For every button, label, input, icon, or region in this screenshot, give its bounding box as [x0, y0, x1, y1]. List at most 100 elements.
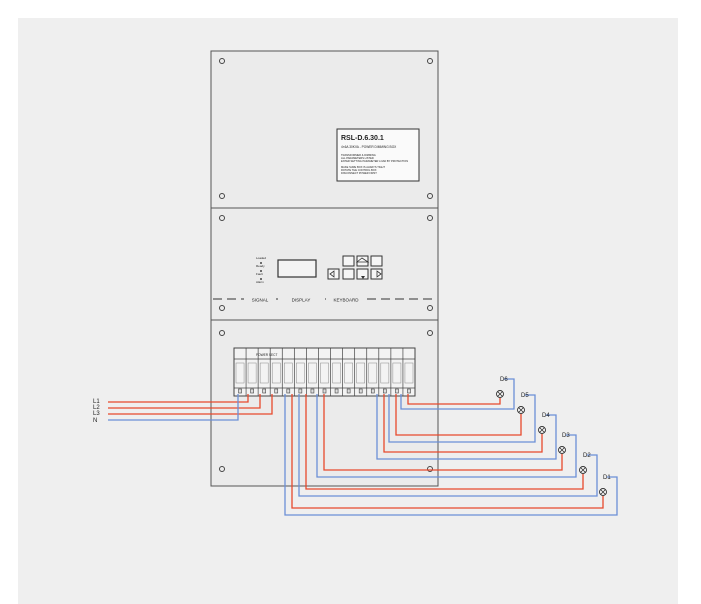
breaker-module: [356, 362, 365, 384]
breaker-module: [344, 362, 353, 384]
breaker-terminal: [310, 388, 315, 394]
breaker-terminal: [262, 388, 266, 394]
screw-icon: [219, 330, 225, 336]
note-line: TRANSFORMER & DIMMING: [341, 153, 376, 157]
lamp-cross: [518, 407, 524, 413]
wire: [323, 394, 563, 471]
breaker-terminal: [407, 388, 411, 394]
control-panel: [210, 207, 439, 321]
output-label: D4: [542, 413, 550, 419]
output-label: D5: [521, 393, 529, 399]
breaker-terminal: [370, 388, 375, 394]
output-label: D6: [500, 377, 508, 383]
wire: [316, 394, 577, 478]
indicator-label: Loaded: [256, 256, 266, 260]
breaker-terminal: [395, 388, 399, 394]
lamp-cross: [559, 447, 565, 453]
breaker-module: [271, 362, 281, 384]
indicator-label: Ready: [256, 264, 265, 268]
breaker-group: [233, 348, 414, 396]
keypad-button-up[interactable]: [356, 255, 369, 267]
display-label: DISPLAY: [292, 298, 311, 303]
wire: [305, 394, 584, 490]
breaker-terminal: [358, 388, 363, 394]
screw-icon: [427, 466, 433, 472]
label-bg: [326, 296, 366, 303]
breaker-terminal: [274, 388, 279, 394]
breaker-module: [284, 362, 293, 384]
output-label: D2: [583, 453, 591, 459]
keypad-button[interactable]: [342, 268, 355, 280]
lcd-display: [277, 259, 317, 278]
wire: [108, 394, 239, 421]
output-label: D3: [562, 433, 570, 439]
keyboard-label: KEYBOARD: [333, 298, 359, 303]
breaker-header: POWER SECT: [256, 353, 277, 357]
keypad-button[interactable]: [370, 255, 383, 267]
screw-icon: [219, 58, 225, 64]
lamp-cross: [580, 467, 586, 473]
breaker-terminal: [322, 388, 327, 394]
model-label: RSL-D.6.30.1: [341, 135, 384, 142]
note-line: ENTER SETTING PARAMETER LOAD BY PROTECTI…: [341, 159, 408, 163]
breaker-module: [332, 362, 341, 384]
keypad-button[interactable]: [342, 255, 355, 267]
lamp-cross: [539, 427, 545, 433]
indicator-led: [260, 270, 262, 272]
note-line: ALL PARAMETERS LISTED: [341, 156, 374, 160]
keypad-button-down[interactable]: [356, 268, 369, 280]
note-line: DISCONNECT POWER FIRST: [341, 171, 377, 175]
breaker-module: [404, 362, 414, 384]
screw-icon: [427, 305, 433, 311]
subtitle-label: 4×6A 30KVA - POWER DIMMING BOX: [341, 145, 397, 149]
screw-icon: [219, 305, 225, 311]
breaker-module: [259, 362, 269, 384]
signal-label: SIGNAL: [252, 298, 269, 303]
lamp-cross: [600, 489, 606, 495]
breaker-module: [247, 362, 257, 384]
input-label-n: N: [93, 418, 97, 424]
breaker-module: [380, 362, 390, 384]
label-bg: [282, 296, 320, 303]
wire: [383, 394, 543, 453]
input-label-l2: L2: [93, 405, 100, 411]
wire-group: [108, 378, 618, 516]
breaker-terminal: [238, 388, 242, 394]
breaker-module: [320, 362, 329, 384]
lamp-cross: [497, 391, 503, 397]
breaker-terminal: [383, 388, 387, 394]
breaker-terminal: [298, 388, 303, 394]
arrow-down-icon: [361, 276, 365, 279]
wire: [108, 394, 261, 409]
label-plate: [336, 128, 420, 182]
arrow-left-icon: [329, 270, 335, 278]
input-label-l1: L1: [93, 399, 100, 405]
breaker-module: [296, 362, 305, 384]
screw-icon: [219, 466, 225, 472]
breaker-terminal: [334, 388, 339, 394]
breaker-module: [308, 362, 317, 384]
screw-icon: [427, 58, 433, 64]
keypad-button-right[interactable]: [370, 268, 383, 280]
breaker-terminal: [250, 388, 254, 394]
wire: [376, 394, 557, 460]
screw-icon: [219, 193, 225, 199]
breaker-module: [392, 362, 402, 384]
arrow-right-icon: [376, 270, 382, 278]
wire: [298, 394, 598, 497]
screw-icon: [427, 330, 433, 336]
wire: [284, 394, 618, 516]
note-line: MAKE SURE BOX IS ALWAYS TIGHT: [341, 165, 385, 169]
wire: [395, 394, 522, 436]
wire: [407, 394, 501, 405]
wire: [400, 378, 515, 410]
wire: [388, 394, 536, 443]
breaker-module: [235, 362, 245, 384]
arrow-up-icon: [355, 257, 370, 263]
wire: [108, 394, 249, 403]
keypad-button-left[interactable]: [327, 268, 340, 280]
screw-icon: [219, 215, 225, 221]
breaker-terminal: [286, 388, 291, 394]
